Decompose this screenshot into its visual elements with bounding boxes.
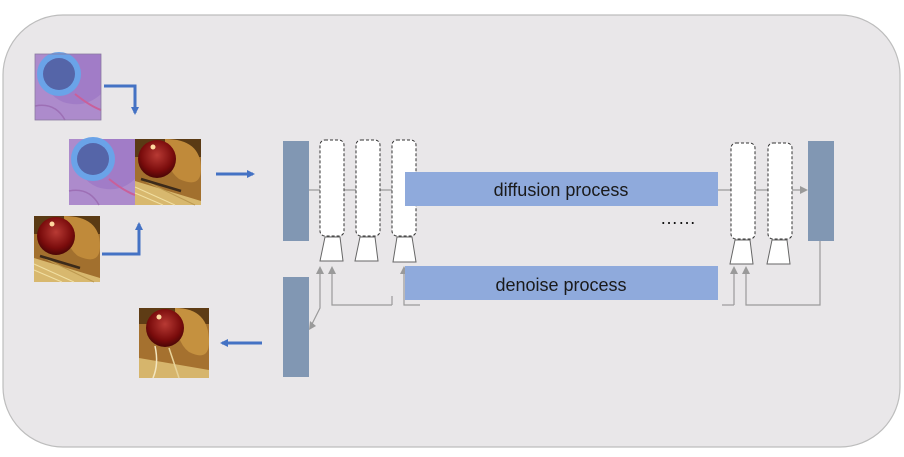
- mask-image-top: [34, 51, 102, 121]
- mask-to-combined-arrow: [104, 84, 139, 115]
- output-block: [283, 277, 309, 377]
- frame-to-combined-arrow: [102, 222, 143, 256]
- output-image: [138, 307, 210, 379]
- denoise-feedback-lines: [310, 241, 821, 327]
- frame-image-combined: [133, 137, 203, 207]
- ellipsis: ……: [660, 208, 696, 228]
- noise-block: [808, 141, 834, 241]
- denoise-band: [405, 266, 718, 300]
- input-block: [283, 141, 309, 241]
- mask-image-combined: [68, 136, 136, 206]
- diffusion-process-label: diffusion process: [494, 180, 629, 200]
- frame-image-bottom: [32, 214, 102, 284]
- step-capsules: [319, 139, 793, 240]
- denoise-process-label: denoise process: [495, 275, 626, 295]
- diffusion-band: [405, 172, 718, 206]
- step-trapezoids: [319, 236, 791, 265]
